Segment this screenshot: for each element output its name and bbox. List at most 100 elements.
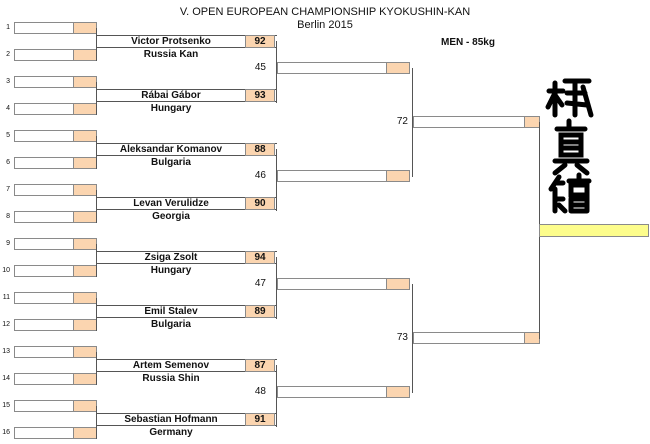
competitor-divider (97, 47, 277, 48)
score-box[interactable] (73, 103, 97, 115)
seed-number: 90 (254, 198, 266, 209)
slot-number: 15 (2, 402, 10, 409)
competitor-slot[interactable] (14, 319, 74, 331)
score-box[interactable] (73, 319, 97, 331)
score-box[interactable] (73, 265, 97, 277)
score-box[interactable] (524, 116, 540, 128)
score-box[interactable] (73, 130, 97, 142)
score-box[interactable] (73, 22, 97, 34)
slot-number: 12 (2, 321, 10, 328)
slot-connector (96, 28, 97, 61)
score-box[interactable] (524, 332, 540, 344)
competitor-slot[interactable] (14, 76, 74, 88)
semi-winner-slot[interactable] (413, 332, 525, 344)
final-winner-slot[interactable] (539, 224, 649, 237)
slot-connector (96, 244, 97, 277)
seed-number: 87 (254, 360, 266, 371)
score-box[interactable] (73, 400, 97, 412)
slot-number: 11 (2, 294, 10, 301)
competitor-country: Hungary (150, 103, 192, 114)
quarter-connector (276, 257, 277, 319)
score-box[interactable] (73, 157, 97, 169)
match-number: 45 (254, 62, 266, 73)
score-box[interactable] (73, 346, 97, 358)
slot-connector (96, 136, 97, 169)
quarter-connector (276, 149, 277, 211)
competitor-topline (97, 359, 277, 360)
score-box[interactable] (386, 278, 410, 290)
score-box[interactable] (386, 62, 410, 74)
competitor-slot[interactable] (14, 265, 74, 277)
seed-box[interactable] (245, 413, 275, 426)
competitor-topline (97, 251, 277, 252)
competitor-divider (97, 371, 277, 372)
score-box[interactable] (73, 211, 97, 223)
seed-box[interactable] (245, 143, 275, 156)
slot-connector (96, 352, 97, 385)
competitor-slot[interactable] (14, 346, 74, 358)
slot-number: 5 (6, 132, 10, 139)
competitor-slot[interactable] (14, 103, 74, 115)
score-box[interactable] (386, 386, 410, 398)
competitor-divider (97, 209, 277, 210)
seed-box[interactable] (245, 251, 275, 264)
score-box[interactable] (73, 292, 97, 304)
competitor-country: Russia Shin (142, 373, 200, 384)
competitor-divider (97, 101, 277, 102)
competitor-slot[interactable] (14, 130, 74, 142)
competitor-slot[interactable] (14, 292, 74, 304)
seed-number: 91 (254, 414, 266, 425)
competitor-slot[interactable] (14, 184, 74, 196)
seed-box[interactable] (245, 89, 275, 102)
quarter-connector (276, 365, 277, 427)
seed-box[interactable] (245, 197, 275, 210)
quarter-winner-slot[interactable] (277, 386, 387, 398)
score-box[interactable] (386, 170, 410, 182)
semi-winner-slot[interactable] (413, 116, 525, 128)
seed-box[interactable] (245, 35, 275, 48)
slot-connector (96, 406, 97, 439)
kyokushin-kanji-icon (545, 78, 594, 214)
competitor-slot[interactable] (14, 400, 74, 412)
match-number: 46 (254, 170, 266, 181)
score-box[interactable] (73, 184, 97, 196)
slot-connector (96, 190, 97, 223)
semi-connector (412, 68, 413, 177)
competitor-slot[interactable] (14, 211, 74, 223)
slot-number: 4 (6, 105, 10, 112)
seed-number: 89 (254, 306, 266, 317)
slot-number: 13 (2, 348, 10, 355)
score-box[interactable] (73, 238, 97, 250)
seed-box[interactable] (245, 305, 275, 318)
seed-number: 88 (254, 144, 266, 155)
competitor-slot[interactable] (14, 373, 74, 385)
slot-connector (96, 298, 97, 331)
competitor-slot[interactable] (14, 238, 74, 250)
competitor-divider (97, 155, 277, 156)
slot-number: 9 (6, 240, 10, 247)
slot-number: 16 (2, 429, 10, 436)
score-box[interactable] (73, 76, 97, 88)
competitor-country: Georgia (152, 211, 190, 222)
match-number: 72 (396, 116, 408, 127)
competitor-slot[interactable] (14, 22, 74, 34)
competitor-name: Artem Semenov (132, 360, 210, 371)
quarter-winner-slot[interactable] (277, 62, 387, 74)
slot-number: 6 (6, 159, 10, 166)
quarter-winner-slot[interactable] (277, 170, 387, 182)
competitor-slot[interactable] (14, 427, 74, 439)
score-box[interactable] (73, 427, 97, 439)
score-box[interactable] (73, 49, 97, 61)
competitor-country: Russia Kan (143, 49, 199, 60)
competitor-slot[interactable] (14, 157, 74, 169)
score-box[interactable] (73, 373, 97, 385)
competitor-country: Hungary (150, 265, 192, 276)
competitor-slot[interactable] (14, 49, 74, 61)
competitor-divider (97, 263, 277, 264)
competitor-country: Germany (149, 427, 193, 438)
seed-box[interactable] (245, 359, 275, 372)
competitor-topline (97, 305, 277, 306)
quarter-winner-slot[interactable] (277, 278, 387, 290)
competitor-divider (97, 317, 277, 318)
weight-category: MEN - 85kg (441, 37, 495, 48)
